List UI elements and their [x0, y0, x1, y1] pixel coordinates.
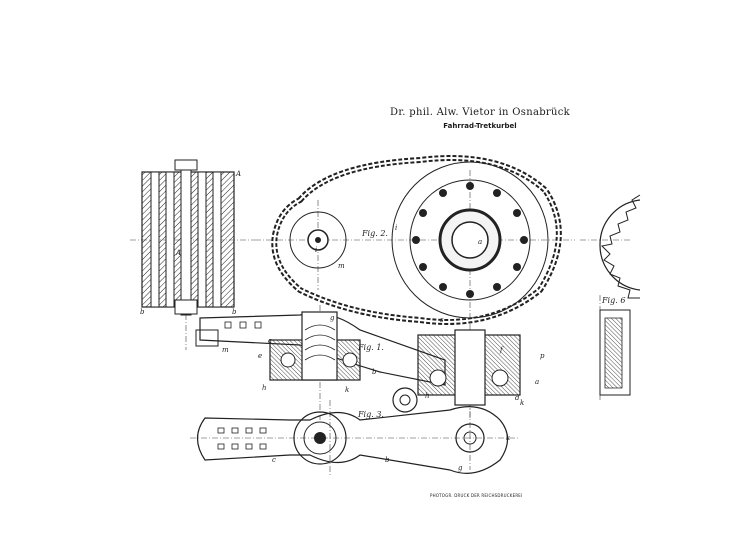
fig6-partial-gear: Fig. 6	[599, 194, 641, 396]
letter-right-d: d	[515, 394, 520, 402]
letter-small-i: i	[315, 246, 317, 254]
letter-right-h: h	[425, 392, 430, 400]
letter-pedal-mid: A	[175, 249, 181, 257]
letter-right-a: a	[535, 378, 539, 386]
letter-pedal-top: A	[235, 170, 241, 178]
plate-title: Fahrrad-Tretkurbel	[443, 122, 517, 130]
fig2-label: Fig. 2.	[361, 229, 388, 238]
letter-arm-e: e	[258, 352, 262, 360]
letter-pedal-right: b	[232, 308, 237, 316]
letter-fig3-b: b	[385, 456, 390, 464]
letter-left-h: h	[262, 384, 267, 392]
letter-right-p: p	[540, 352, 545, 360]
letter-fig3-k: k	[506, 434, 510, 442]
letter-sprocket-i: i	[395, 224, 397, 232]
fig2-chain-drive: Fig. 2. a i i m s	[271, 155, 562, 325]
letter-right-f: f	[499, 346, 504, 354]
letter-arm-c: c	[268, 337, 272, 345]
letter-right-k: k	[520, 399, 524, 407]
letter-fig3-c: c	[272, 456, 276, 464]
letter-fig3-g: g	[458, 464, 463, 472]
letter-sprocket-a: a	[478, 238, 482, 246]
letter-pedal-left: b	[140, 308, 145, 316]
print-credit: PHOTOGR. DRUCK DER REICHSDRUCKEREI	[430, 493, 523, 498]
letter-left-k: k	[345, 386, 349, 394]
letter-pedal-bottom: m	[222, 346, 229, 354]
fig1-label: Fig. 1.	[357, 343, 384, 352]
fig3-label: Fig. 3.	[357, 410, 384, 419]
letter-hub-b: b	[372, 368, 377, 376]
fig6-label: Fig. 6	[601, 296, 625, 305]
letter-sprocket-m: m	[338, 262, 345, 270]
author-line: Dr. phil. Alw. Vietor in Osnabrück	[390, 107, 570, 118]
fig1-crank-section: Fig. 1. c e g b h k p a f d h k	[199, 311, 545, 413]
letter-hub-g: g	[330, 314, 335, 322]
letter-chain-s: s	[440, 316, 444, 324]
fig3-crank-plan: Fig. 3. c b g k	[196, 406, 510, 474]
pedal-assembly: A A b b m	[140, 159, 241, 354]
